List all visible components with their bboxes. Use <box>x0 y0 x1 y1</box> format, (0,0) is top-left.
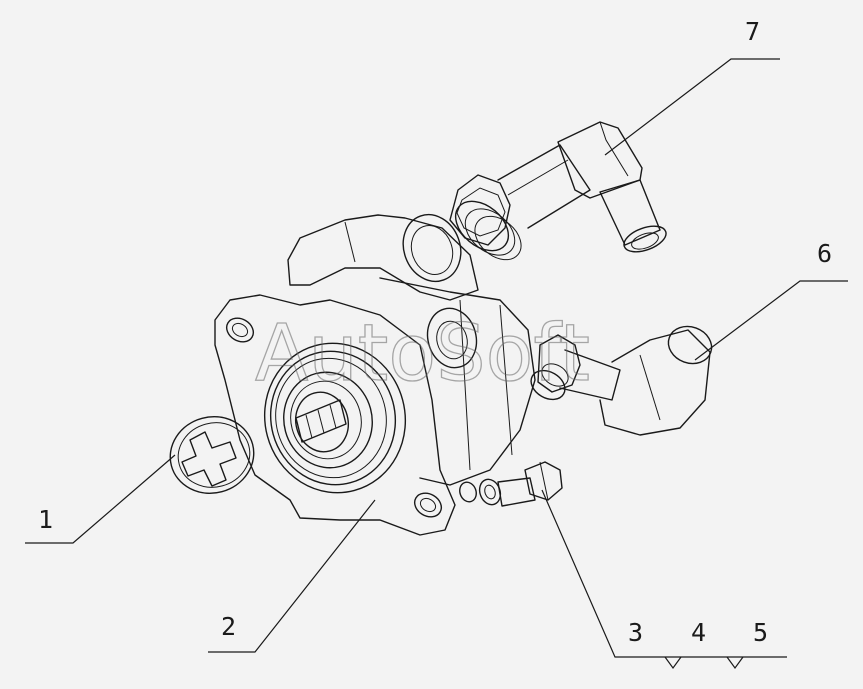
callout-4: 4 <box>691 618 706 647</box>
parts-3-4-5-bolt-washers <box>459 461 563 507</box>
callout-3: 3 <box>628 618 643 647</box>
leader-lines <box>25 58 848 670</box>
watermark-text: AutoSoft <box>255 309 590 399</box>
callout-6: 6 <box>817 239 832 268</box>
part-7-upper-elbow-fitting <box>449 121 667 261</box>
callout-1: 1 <box>38 505 53 534</box>
part-2-pump-body <box>214 213 536 536</box>
part-1-cap <box>169 416 255 494</box>
callout-2: 2 <box>221 612 236 641</box>
part-6-side-elbow-fitting <box>530 325 713 436</box>
callout-5: 5 <box>753 618 768 647</box>
callout-labels: 1 2 3 4 5 6 7 <box>38 17 832 647</box>
callout-7: 7 <box>745 17 760 46</box>
